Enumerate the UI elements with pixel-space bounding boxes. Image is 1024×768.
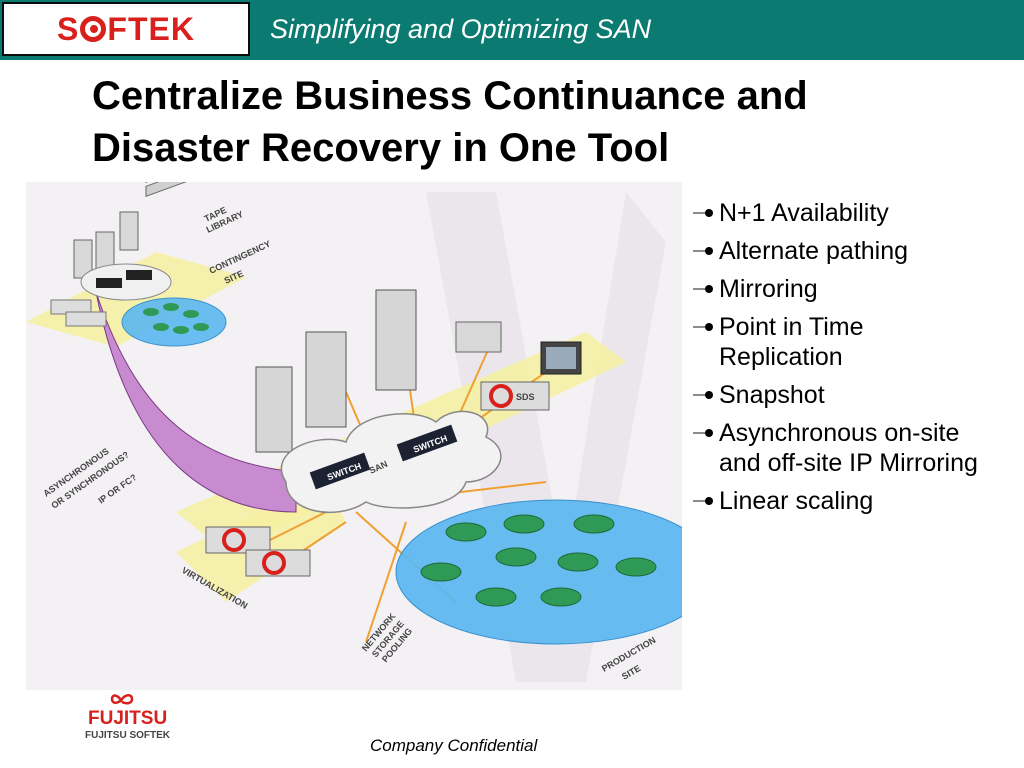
san-diagram-illustration: TAPE LIBRARY CONTINGENCY SITE [26,153,717,682]
arrow-bullet-icon [693,247,713,255]
list-item: Linear scaling [693,486,1018,516]
logo-letter-s: S [57,10,80,47]
list-item-text-continued: Replication [719,343,843,371]
tape-drive-icon [455,321,502,353]
list-item: Asynchronous on-site and off-site IP Mir… [693,418,1018,478]
logo-letters-ftek: FTEK [107,10,195,47]
sds-logo-icon [489,384,513,408]
contingency-cloud [80,263,172,301]
arrow-bullet-icon [693,323,713,331]
slide-header: S FTEK Simplifying and Optimizing SAN [0,0,1024,60]
softek-logo: S FTEK [2,2,250,56]
slide-title-line2: Disaster Recovery in One Tool [92,126,670,170]
arrow-bullet-icon [693,429,713,437]
header-tagline: Simplifying and Optimizing SAN [270,14,652,44]
list-item-text: Mirroring [719,275,818,303]
arrow-bullet-icon [693,209,713,217]
contingency-switch-icon [126,270,152,280]
slide-title-line1: Centralize Business Continuance and [92,74,808,118]
list-item: Mirroring [693,274,1018,304]
tape-library-icon [145,153,197,198]
label-production-site: SITE [620,663,642,682]
softek-logo-wordmark: S FTEK [57,11,195,48]
production-servers-icon [255,289,417,453]
contingency-disks [143,303,209,334]
san-diagram: TAPE LIBRARY CONTINGENCY SITE [26,153,717,690]
fujitsu-infinity-icon: FUJITSU FUJITSU SOFTEK [85,694,171,741]
slide-title: Centralize Business Continuance and Disa… [92,70,972,174]
label-sds: SDS [516,392,535,402]
contingency-switch-icon [96,278,122,288]
list-item: Alternate pathing [693,236,1018,266]
list-item-text: Asynchronous on-site [719,419,960,447]
production-disks [420,514,657,607]
arrow-bullet-icon [693,285,713,293]
virtualization-sds-boxes [205,526,311,577]
arrow-bullet-icon [693,391,713,399]
feature-list: N+1 Availability Alternate pathing Mirro… [693,198,1018,524]
arrow-bullet-icon [693,497,713,505]
list-item-text: N+1 Availability [719,199,889,227]
fujitsu-wordmark: FUJITSU [88,708,167,729]
list-item-text: Point in Time [719,313,864,341]
fujitsu-logo: FUJITSU FUJITSU SOFTEK [84,692,172,742]
list-item-text-continued: and off-site IP Mirroring [719,449,978,477]
contingency-servers-icon [73,211,139,279]
logo-o-icon [80,16,107,42]
list-item: Point in Time Replication [693,312,1018,372]
list-item-text: Alternate pathing [719,237,909,265]
list-item: N+1 Availability [693,198,1018,228]
list-item: Snapshot [693,380,1018,410]
list-item-text: Linear scaling [719,487,874,515]
list-item-text: Snapshot [719,381,825,409]
fujitsu-softek-wordmark: FUJITSU SOFTEK [85,730,171,741]
contingency-sds-box [65,311,107,327]
footer-confidential: Company Confidential [370,736,538,755]
ip-fc-link [95,291,297,513]
monitor-screen [546,347,576,369]
